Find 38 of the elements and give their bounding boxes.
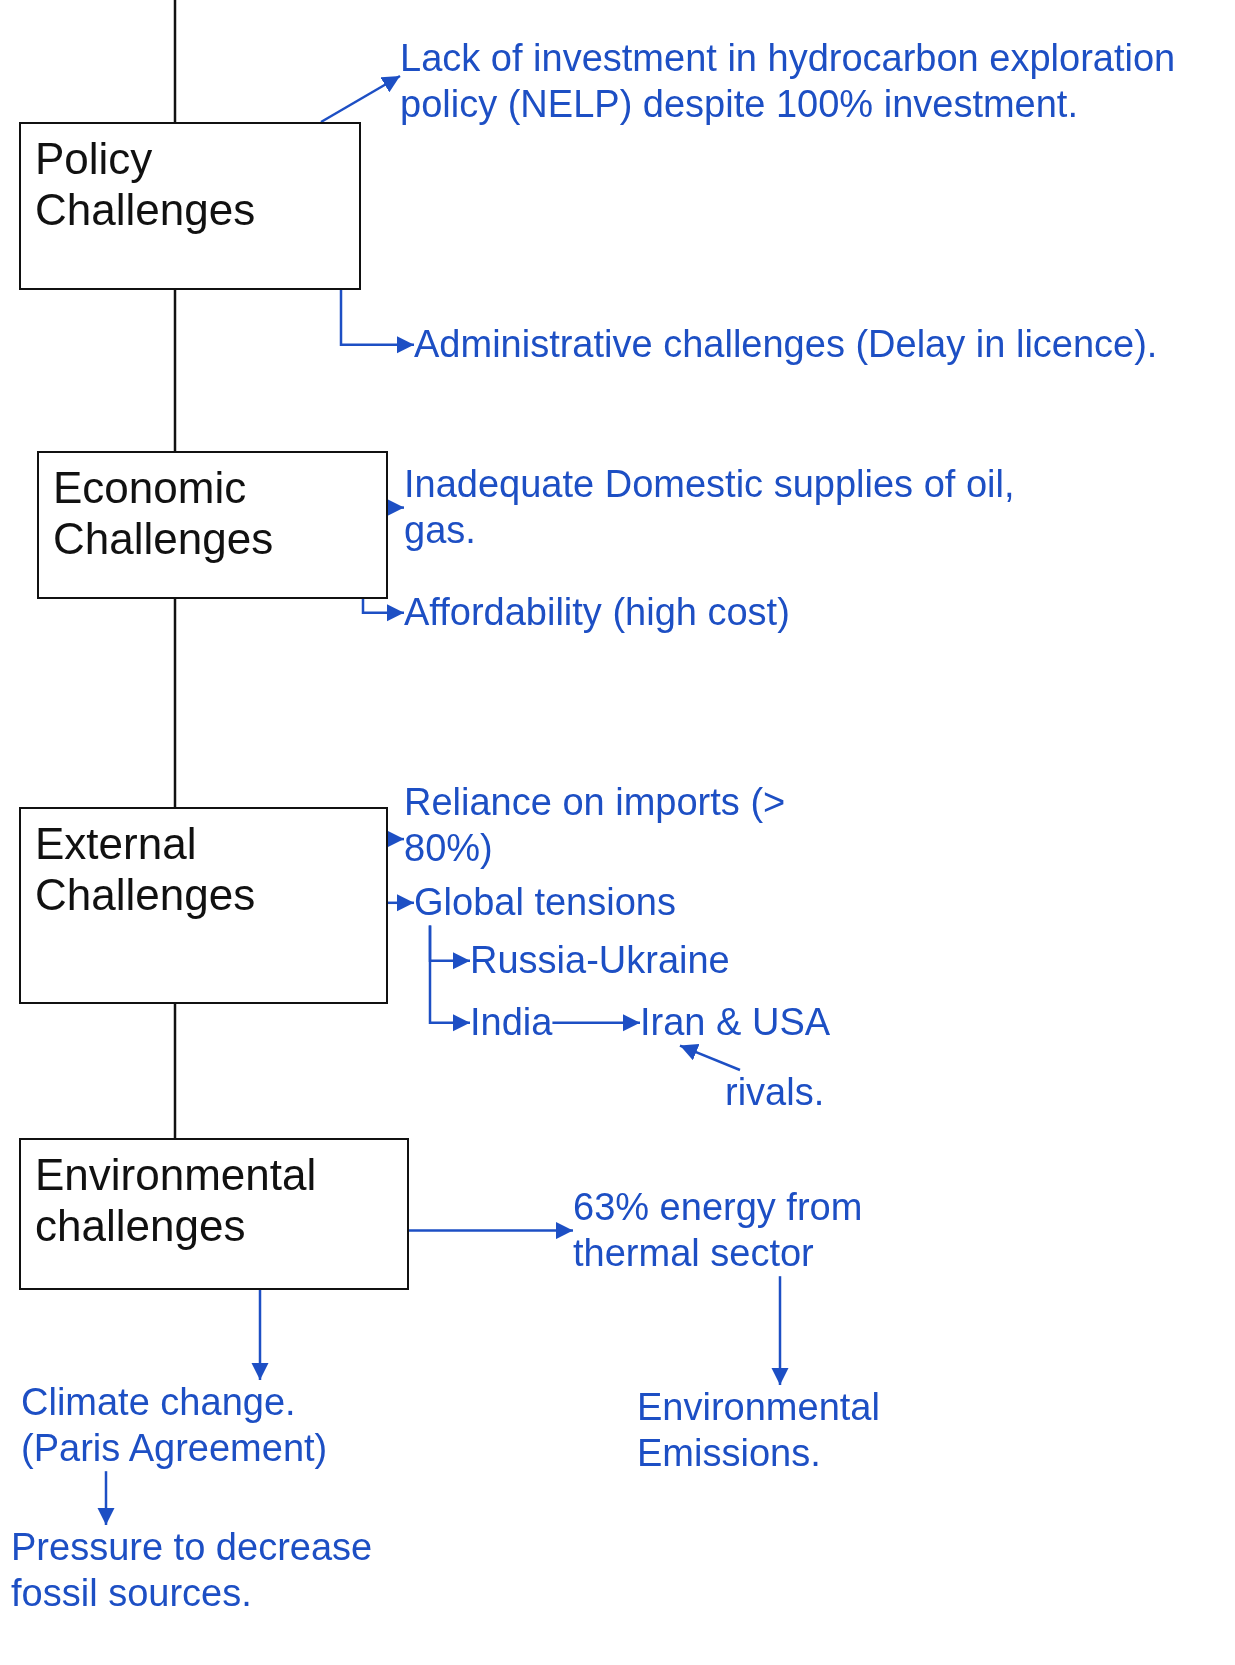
connector-line — [173, 290, 177, 451]
arrow — [428, 925, 470, 1032]
note-text: 63% energy from thermal sector — [573, 1185, 993, 1277]
arrow — [320, 74, 401, 124]
arrow — [409, 1221, 573, 1240]
note-text: Reliance on imports (> 80%) — [404, 780, 864, 872]
note-text: Administrative challenges (Delay in licence). — [414, 322, 1214, 368]
note-text: Inadequate Domestic supplies of oil, gas. — [404, 462, 1024, 554]
box-label: Environmental challenges — [35, 1150, 318, 1252]
arrow — [552, 1014, 640, 1032]
arrow — [679, 1044, 741, 1072]
arrow — [339, 290, 414, 354]
challenge-box — [19, 1138, 409, 1290]
note-text: Russia-Ukraine — [470, 938, 730, 984]
box-label: Economic Challenges — [53, 463, 275, 565]
challenge-box — [37, 451, 388, 599]
connector-line — [173, 1004, 177, 1138]
note-text: Lack of investment in hydrocarbon exploration policy (NELP) despite 100% investment. — [400, 36, 1220, 128]
note-text: rivals. — [725, 1070, 825, 1116]
box-label: Policy Challenges — [35, 134, 257, 236]
note-text: (Paris Agreement) — [21, 1425, 329, 1471]
note-text: Pressure to decrease fossil sources. — [11, 1525, 441, 1617]
note-text: Environmental Emissions. — [637, 1385, 937, 1477]
box-label: External Challenges — [35, 819, 257, 921]
challenge-box — [19, 122, 361, 290]
arrow — [251, 1290, 269, 1380]
note-text: Affordability (high cost) — [404, 590, 1204, 636]
note-text: India — [470, 1000, 553, 1046]
connector-line — [173, 0, 177, 122]
arrow — [771, 1276, 789, 1385]
note-text: Iran & USA — [640, 1000, 831, 1046]
arrow — [97, 1471, 115, 1525]
challenge-box — [19, 807, 388, 1004]
note-text: Global tensions — [414, 880, 676, 926]
connector-line — [173, 599, 177, 807]
arrow — [361, 599, 404, 622]
note-text: Climate change. — [21, 1380, 297, 1425]
arrow — [388, 894, 414, 912]
